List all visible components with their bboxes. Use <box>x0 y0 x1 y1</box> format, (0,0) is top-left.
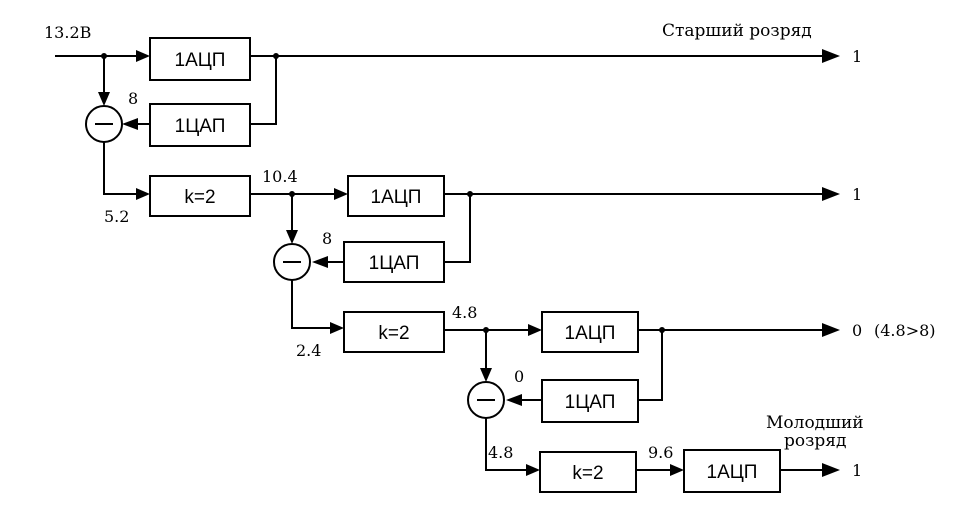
bit1-output: 1 <box>852 47 862 66</box>
lsb-label-line2: розряд <box>784 431 846 451</box>
diff-value-3: 4.8 <box>488 443 513 462</box>
bit4-output-arrow <box>822 463 840 477</box>
feedback-line-1 <box>250 56 277 125</box>
dac-block-1: 1ЦАП <box>149 103 251 147</box>
arrow-into-adc4 <box>670 464 684 476</box>
feedback-line-2 <box>444 194 471 263</box>
arrow-into-amp2 <box>136 188 150 200</box>
arrow-into-sub1 <box>122 118 138 130</box>
amp-block-2: k=2 <box>149 175 251 217</box>
arrow-down-sub2 <box>286 230 298 244</box>
bit3-note: (4.8>8) <box>874 321 936 340</box>
diff-value-1: 5.2 <box>104 207 129 226</box>
svg-text:k=2: k=2 <box>184 187 215 208</box>
arrow-into-amp3 <box>330 322 344 334</box>
svg-text:1АЦП: 1АЦП <box>565 323 616 344</box>
msb-label: Старший розряд <box>662 21 812 41</box>
bit2-output-arrow <box>822 187 840 201</box>
svg-text:1АЦП: 1АЦП <box>707 462 758 483</box>
feedback-line-3 <box>638 330 663 401</box>
amp-block-4: k=2 <box>539 451 637 493</box>
bit4-output: 1 <box>852 461 862 480</box>
arrow-into-sub3 <box>506 394 522 406</box>
arrow-into-adc1 <box>136 50 150 62</box>
sub2-to-amp3-line <box>291 280 334 329</box>
adc-block-1: 1АЦП <box>149 37 251 81</box>
diff-value-2: 2.4 <box>296 341 321 360</box>
lsb-label-line1: Молодший <box>766 413 864 433</box>
amp3-output-value: 4.8 <box>452 303 477 322</box>
arrow-into-adc3 <box>528 324 542 336</box>
dac-block-3: 1ЦАП <box>541 379 639 423</box>
arrow-down-sub3 <box>480 368 492 382</box>
msb-output-arrow <box>822 49 840 63</box>
amp-block-3: k=2 <box>343 311 445 353</box>
bit2-output: 1 <box>852 185 862 204</box>
svg-text:k=2: k=2 <box>378 323 409 344</box>
arrow-into-amp4 <box>526 464 540 476</box>
dac-block-2: 1ЦАП <box>343 241 445 283</box>
dac2-value: 8 <box>322 229 332 248</box>
amp4-output-value: 9.6 <box>648 443 673 462</box>
dac3-value: 0 <box>514 367 524 386</box>
sub1-to-amp2-line <box>103 142 140 195</box>
dac1-value: 8 <box>128 89 138 108</box>
svg-text:1ЦАП: 1ЦАП <box>565 392 616 413</box>
arrow-into-adc2 <box>334 188 348 200</box>
sub3-to-amp4-line <box>485 418 530 471</box>
adc-block-4: 1АЦП <box>683 449 781 493</box>
svg-text:1АЦП: 1АЦП <box>371 187 422 208</box>
svg-text:k=2: k=2 <box>572 463 603 484</box>
arrow-into-sub2 <box>312 256 328 268</box>
bit3-output: 0 <box>852 321 862 340</box>
svg-text:1АЦП: 1АЦП <box>175 50 226 71</box>
adc-block-3: 1АЦП <box>541 311 639 353</box>
arrow-down-sub1 <box>98 92 110 106</box>
input-voltage-label: 13.2В <box>44 23 91 42</box>
amp2-output-value: 10.4 <box>262 167 298 186</box>
svg-text:1ЦАП: 1ЦАП <box>369 253 420 274</box>
adc-block-2: 1АЦП <box>347 175 445 217</box>
bit3-output-arrow <box>822 323 840 337</box>
svg-text:1ЦАП: 1ЦАП <box>175 116 226 137</box>
